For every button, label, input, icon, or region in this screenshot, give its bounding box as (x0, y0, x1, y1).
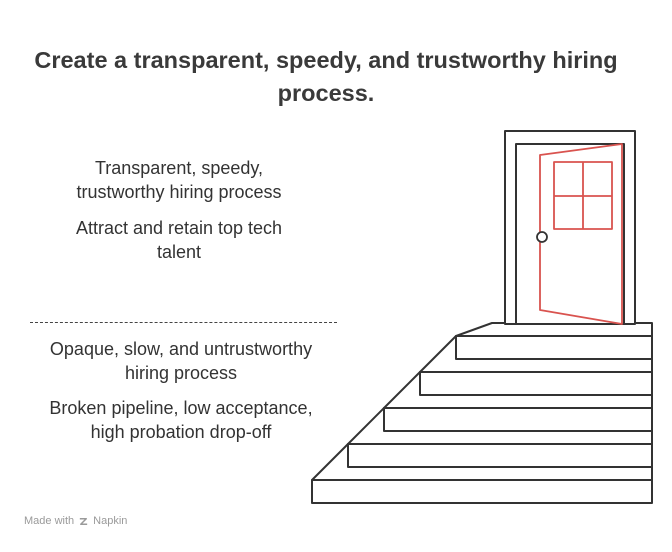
door (504, 130, 636, 325)
footer-made-with: Made with (24, 515, 75, 527)
open-door-panel (539, 143, 623, 325)
step-1 (311, 479, 653, 504)
footer-branding: Made with Napkin (24, 515, 127, 527)
bottom-result-label: Broken pipeline, low acceptance, high pr… (49, 398, 313, 442)
door-frame-inner (515, 143, 625, 325)
napkin-logo-icon (79, 517, 88, 525)
step-6 (455, 322, 653, 337)
door-knob (536, 231, 548, 243)
top-outcome-label: Transparent, speedy, trustworthy hiring … (76, 158, 282, 202)
top-result-label: Attract and retain top tech talent (75, 218, 283, 262)
footer-brand: Napkin (93, 515, 128, 527)
step-4-riser (419, 371, 653, 396)
step-2-riser (347, 443, 653, 468)
staircase (311, 322, 653, 504)
bottom-outcome-label: Opaque, slow, and untrustworthy hiring p… (49, 339, 313, 383)
step-5-riser (455, 335, 653, 360)
diagram-title: Create a transparent, speedy, and trustw… (34, 47, 618, 106)
section-divider (30, 322, 337, 323)
step-3-riser (383, 407, 653, 432)
